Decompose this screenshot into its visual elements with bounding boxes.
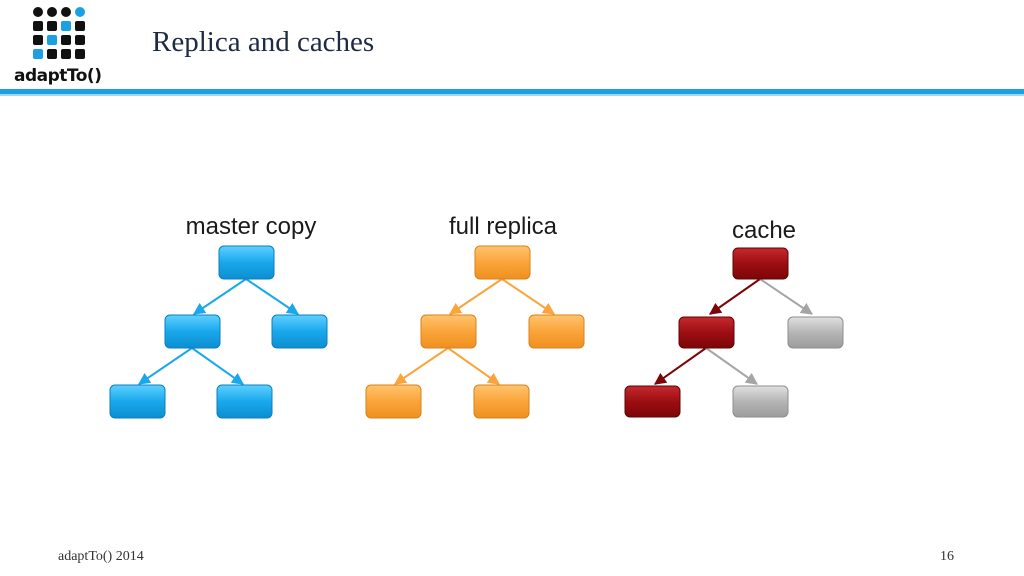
node-replica-right xyxy=(528,314,585,349)
edge-replica-left-leftleaf xyxy=(394,347,449,385)
edge-cache-root-left xyxy=(709,278,761,315)
edge-master-left-leftleaf xyxy=(138,347,193,385)
footer-event: adaptTo() 2014 xyxy=(58,549,144,564)
edge-cache-root-right xyxy=(759,278,813,315)
node-master-left xyxy=(164,314,221,349)
edge-replica-left-rightleaf xyxy=(447,347,500,385)
edge-master-root-right xyxy=(245,278,299,315)
edge-replica-root-right xyxy=(501,278,555,315)
slide-title: Replica and caches xyxy=(152,26,375,58)
header-rule-shade xyxy=(0,94,1024,96)
node-cache-right-empty xyxy=(787,316,844,349)
tree-label-master-copy: master copy xyxy=(186,213,317,240)
edge-replica-root-left xyxy=(449,278,503,315)
node-replica-left xyxy=(420,314,477,349)
node-master-right xyxy=(271,314,328,349)
header-rule xyxy=(0,89,1024,94)
node-replica-left-leaf xyxy=(365,384,422,419)
tree-full-replica: full replica xyxy=(365,213,585,419)
node-master-root xyxy=(218,245,275,280)
adaptto-logo: adaptTo() xyxy=(14,6,104,86)
logo-dot-grid-icon xyxy=(33,7,85,59)
tree-master-copy: master copy xyxy=(109,213,328,419)
edge-master-left-rightleaf xyxy=(191,347,244,385)
node-cache-root xyxy=(732,247,789,280)
node-master-right-leaf xyxy=(216,384,273,419)
node-cache-left xyxy=(678,316,735,349)
node-cache-left-leaf xyxy=(624,385,681,418)
logo-wordmark: adaptTo() xyxy=(14,66,102,86)
tree-cache: cache xyxy=(624,217,844,418)
tree-label-cache: cache xyxy=(732,217,796,244)
edge-cache-left-rightleaf xyxy=(705,347,758,385)
edge-cache-left-leftleaf xyxy=(654,347,707,385)
page-number: 16 xyxy=(940,549,954,564)
node-replica-right-leaf xyxy=(473,384,530,419)
tree-label-full-replica: full replica xyxy=(449,213,558,240)
node-replica-root xyxy=(474,245,531,280)
node-master-left-leaf xyxy=(109,384,166,419)
node-cache-right-leaf-empty xyxy=(732,385,789,418)
edge-master-root-left xyxy=(193,278,247,315)
